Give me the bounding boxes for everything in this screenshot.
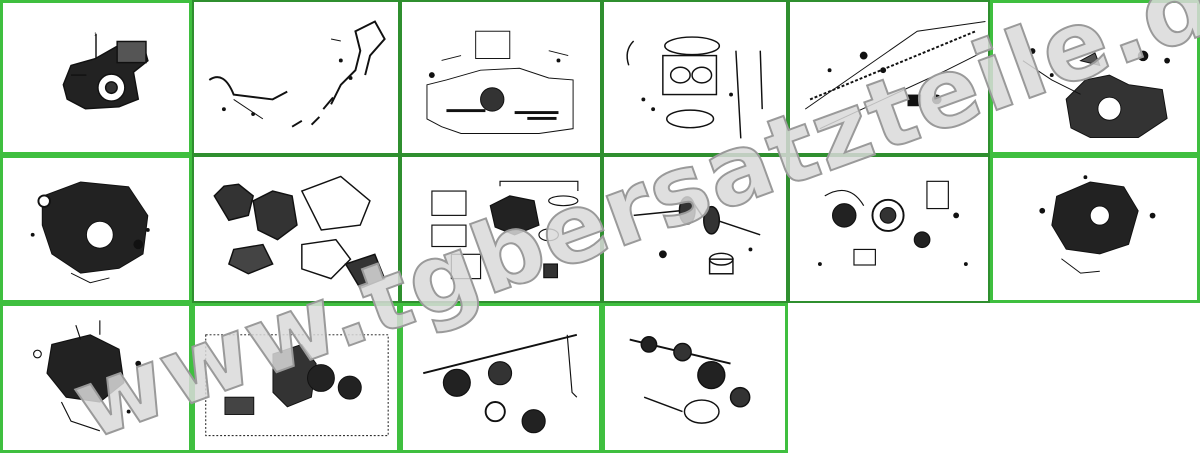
cam-chain-icon bbox=[804, 21, 986, 130]
starter-motor-icon bbox=[817, 180, 968, 266]
oil-pump-icon bbox=[33, 320, 142, 432]
clutch-icon bbox=[423, 333, 578, 434]
tile-engine-assembly[interactable]: 1 bbox=[0, 0, 192, 155]
tile-crankcase-cover-right[interactable] bbox=[990, 0, 1200, 155]
tile-crankshaft[interactable] bbox=[602, 155, 788, 303]
tile-oil-pump[interactable] bbox=[0, 303, 192, 453]
cylinder-head-icon bbox=[426, 30, 574, 135]
tile-exhaust-intake[interactable] bbox=[192, 0, 400, 155]
tile-gear-shaft[interactable] bbox=[602, 303, 788, 453]
tile-clutch[interactable] bbox=[400, 303, 602, 453]
svg-text:1: 1 bbox=[94, 32, 97, 38]
engine-assembly-icon: 1 bbox=[62, 32, 149, 110]
transmission-icon bbox=[205, 334, 389, 437]
tile-transmission[interactable] bbox=[192, 303, 400, 453]
tile-covers-gaskets[interactable] bbox=[192, 155, 400, 303]
crankcase-icon bbox=[30, 181, 150, 284]
tile-cylinder[interactable] bbox=[602, 0, 788, 155]
crankcase-cover-icon bbox=[1022, 48, 1170, 139]
gasket-set-icon bbox=[213, 175, 386, 290]
tile-crankcase-cover-left[interactable] bbox=[990, 155, 1200, 303]
carburetor-icon bbox=[431, 180, 579, 280]
tile-carburetor-piston[interactable] bbox=[400, 155, 602, 303]
tile-crankcase[interactable] bbox=[0, 155, 192, 303]
tile-cylinder-head[interactable] bbox=[400, 0, 602, 155]
tile-camshaft-chain[interactable] bbox=[788, 0, 990, 155]
cylinder-icon bbox=[626, 36, 763, 139]
exhaust-pipe-icon bbox=[208, 20, 386, 128]
tile-starter-magneto[interactable] bbox=[788, 155, 990, 303]
gear-shaft-icon bbox=[629, 336, 751, 424]
crankshaft-icon bbox=[633, 196, 761, 275]
side-cover-icon bbox=[1039, 175, 1156, 274]
